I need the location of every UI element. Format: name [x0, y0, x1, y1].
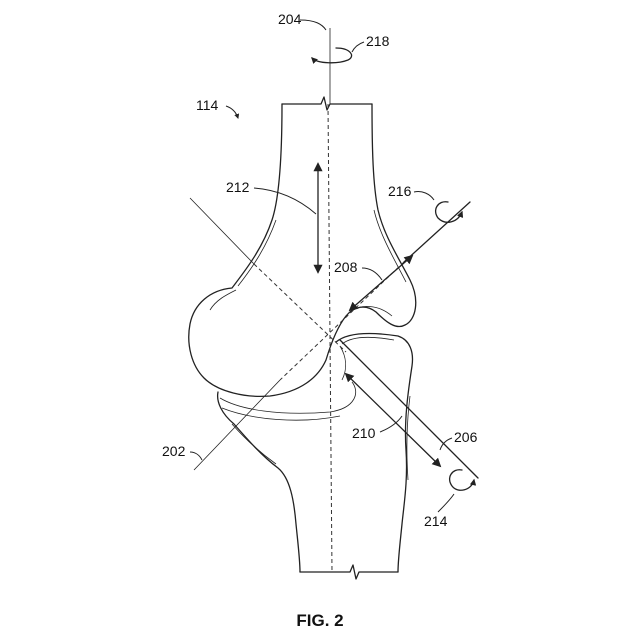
tibial-spine [340, 346, 346, 380]
femur-lateral-inner-edge [374, 210, 406, 282]
label-210: 210 [352, 425, 376, 441]
leader-218 [352, 42, 364, 52]
rotation-218-arrow [312, 48, 352, 63]
label-216: 216 [388, 183, 412, 199]
leader-216 [414, 191, 434, 200]
rotation-214-arrow [450, 470, 474, 491]
label-202: 202 [162, 443, 186, 459]
leader-204 [300, 20, 326, 30]
leader-208 [362, 268, 382, 280]
leader-214 [438, 494, 454, 512]
tibia-bottom-break [300, 565, 398, 579]
leader-212 [254, 188, 316, 214]
arrow-208 [350, 256, 412, 310]
label-212: 212 [226, 179, 250, 195]
tibial-plateau-rim [342, 337, 394, 344]
label-218: 218 [366, 33, 390, 49]
label-114: 114 [196, 97, 219, 113]
figure-caption: FIG. 2 [296, 611, 343, 630]
tibial-plateau [336, 334, 412, 572]
axis-202-upper [190, 198, 254, 264]
leader-114 [226, 106, 238, 118]
leader-202 [190, 452, 202, 460]
label-206: 206 [454, 429, 478, 445]
femur-top-break [282, 97, 372, 110]
axis-206-lower [340, 340, 478, 478]
label-204: 204 [278, 11, 302, 27]
femur-lateral-outline [189, 104, 416, 396]
meniscus-line-upper [220, 382, 356, 413]
axis-202-dashed [254, 264, 346, 352]
tibia [218, 334, 413, 579]
leader-206 [440, 438, 452, 450]
leader-lines [190, 20, 454, 512]
label-214: 214 [424, 513, 448, 529]
axis-206-upper [404, 202, 470, 262]
label-208: 208 [334, 259, 358, 275]
tibia-medial-outline [218, 392, 300, 572]
meniscus-line-lower [222, 408, 340, 420]
arrow-210 [346, 374, 440, 466]
reference-labels: 204 218 114 212 216 208 202 210 206 214 [162, 11, 478, 529]
femur [189, 97, 416, 396]
